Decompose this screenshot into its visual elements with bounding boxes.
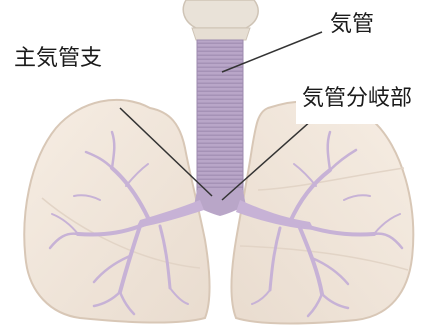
larynx-ring (192, 28, 250, 40)
trachea (197, 40, 243, 196)
larynx (183, 0, 258, 28)
trachea-label: 気管 (330, 14, 374, 36)
main-bronchus-label: 主気管支 (14, 48, 102, 70)
carina-label: 気管分岐部 (296, 82, 420, 124)
